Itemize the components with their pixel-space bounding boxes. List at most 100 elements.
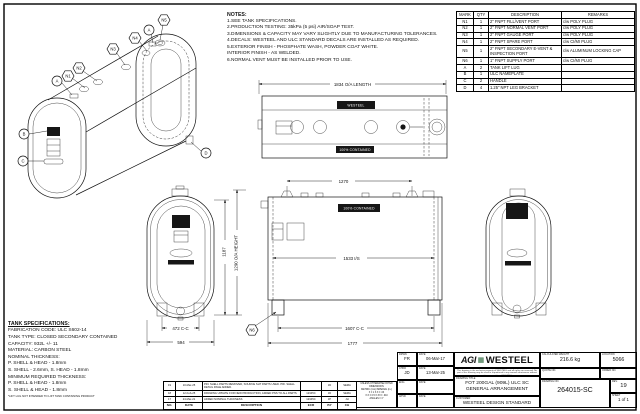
location-label: LOCATION (602, 352, 615, 356)
location-cell: LOCATION 5066 (600, 352, 637, 368)
decal-contained-plan (336, 146, 374, 153)
port-n2 (93, 78, 103, 85)
spec-line: TANK TYPE: CLOSED SECONDARY CONTAINED (8, 334, 118, 340)
evnt-cap-side (422, 190, 435, 198)
cell: 2 (473, 63, 489, 72)
dim-oa-height: 1290 O/A HEIGHT (234, 235, 239, 271)
dim-594: 594 (177, 340, 185, 345)
spec-line: P. SHELL & HEAD - 1.8mm (8, 361, 67, 367)
cell: N5 (456, 45, 474, 59)
customer-value: WESTEEL DESIGN STANDARD (462, 400, 532, 405)
cell: N2 (456, 24, 474, 33)
cell: 1 (473, 38, 489, 47)
westeel-logo: WESTEEL (485, 354, 534, 366)
plan-decal-small (275, 120, 293, 135)
cell: DESCRIPTION (202, 402, 301, 410)
tolerance-line: X ± 1 X.X ± .03 (368, 392, 385, 395)
quote-no-cell: QUOTE NO. (540, 368, 600, 379)
svg-text:N2: N2 (76, 66, 82, 71)
handle-front (169, 248, 193, 258)
dim-oa-length: 1834 O/A LENGTH (334, 82, 371, 87)
tolerance-box: UNLESS OTHERWISE NOTED DIMENSIONS METRIC… (356, 381, 397, 408)
plan-view: 1834 O/A LENGTH WESTEEL 100% CONTAINED (257, 80, 448, 159)
svg-text:A: A (56, 79, 59, 84)
cell: 2" FNPT FILL/VENT PORT (488, 18, 562, 26)
specs-title: TANK SPECIFICATIONS: (8, 321, 70, 327)
balloon-n2: N2 (72, 62, 86, 74)
sheet-cell: SHEET 1 of 1 (610, 393, 637, 408)
specs-footnote: *LIFT LUG NOT INTENDED TO LIFT TANK CONT… (8, 394, 95, 399)
svg-text:D: D (204, 151, 207, 156)
port-n3 (121, 63, 131, 70)
tolerance-line: DIMENSIONS (369, 386, 384, 389)
svg-text:A: A (148, 28, 151, 33)
top-cap-front (171, 188, 189, 197)
svg-text:N1: N1 (65, 74, 71, 79)
cell: 1 (473, 70, 489, 79)
signoff-date: 13-Mar-25 (426, 370, 445, 375)
tank-specifications: TANK SPECIFICATIONS: FABRICATION CODE: U… (8, 321, 158, 399)
spec-line: CAPACITY: 932L +/- 11 (8, 341, 58, 347)
leg-right (427, 299, 441, 316)
signoff-apvd-date: DATE (417, 394, 454, 408)
cell: A (456, 63, 474, 72)
elevation-view: 1270 100% CONTAINED 1533 I/S N6 (245, 179, 443, 347)
vertical-dimensions: 1187 1290 O/A HEIGHT (214, 189, 246, 316)
svg-text:N4: N4 (132, 36, 138, 41)
signoff-initials: FR (404, 356, 410, 361)
cell: c/w POLY PLUG (561, 31, 635, 40)
balloon-a-front: A (51, 75, 63, 87)
cell: C (456, 77, 474, 86)
end-view-front: 472 C-C 594 (146, 185, 215, 346)
note-line: 4.DECALS: WESTEEL AND ULC STANDARD DECAL… (227, 38, 420, 44)
cell: c/w CI/MI PLUG (561, 57, 635, 65)
signoff-label: CHKD (399, 366, 407, 370)
dim-1607: 1607 C-C (345, 326, 364, 331)
spec-line: MATERIAL: CARBON STEEL (8, 348, 72, 354)
tolerance-line: ANGLES ± 1° (369, 398, 384, 401)
cell (300, 381, 322, 391)
cell: 1" FNPT SUPPLY PORT (488, 57, 562, 65)
svg-text:C: C (21, 159, 24, 164)
dim-1777: 1777 (348, 341, 358, 346)
ulc-nameplate (47, 127, 60, 136)
cell: 1.25" NPT LEG BRACKET (488, 84, 562, 93)
drawing-title-label: DRAWING TITLE (456, 376, 476, 380)
lug-left (280, 190, 294, 198)
customer-cell: CUSTOMER WESTEEL DESIGN STANDARD (454, 396, 540, 408)
cell: N3 (456, 31, 474, 40)
balloon-n3: N3 (106, 43, 120, 55)
agi-logo: AGI (460, 355, 477, 365)
disclaimer-cell: This drawing is the exclusive property o… (454, 368, 540, 376)
nameplate-rear (506, 203, 528, 219)
note-line: 1.SEE TANK SPECIFICATIONS. (227, 18, 297, 24)
dim-1533: 1533 I/S (343, 256, 359, 261)
cell: 10-Mar-25 (175, 381, 203, 391)
spec-line: NOMINAL THICKNESS: (8, 354, 60, 360)
plan-left-fitting (257, 119, 263, 130)
cell: TANK LIFT LUG (488, 63, 562, 72)
note-line: 6.NORMAL VENT MUST BE INSTALLED PRIOR TO… (227, 57, 352, 63)
cell: 19 (163, 381, 176, 391)
drawing-title-cell: DRAWING TITLE FOT 200GAL (909L) ULC SC G… (454, 376, 540, 396)
cell: ECR (300, 402, 322, 410)
decal-bar-rear (505, 261, 531, 266)
cell: CH (337, 402, 357, 410)
handle (43, 158, 64, 165)
balloon-a-rear: A (143, 24, 155, 36)
isometric-view: N5 A N4 N3 N2 N1 A B C D (17, 14, 212, 199)
signoff-initials: JD (404, 370, 410, 375)
cell (561, 77, 635, 86)
signoff-apvd: APVD (397, 394, 417, 408)
balloon-c: C (17, 155, 29, 167)
cell: DATE (175, 402, 203, 410)
spec-line: FABRICATION CODE: ULC S602-14 (8, 328, 87, 334)
signoff-chkd-date: DATE 13-Mar-25 (417, 366, 454, 380)
